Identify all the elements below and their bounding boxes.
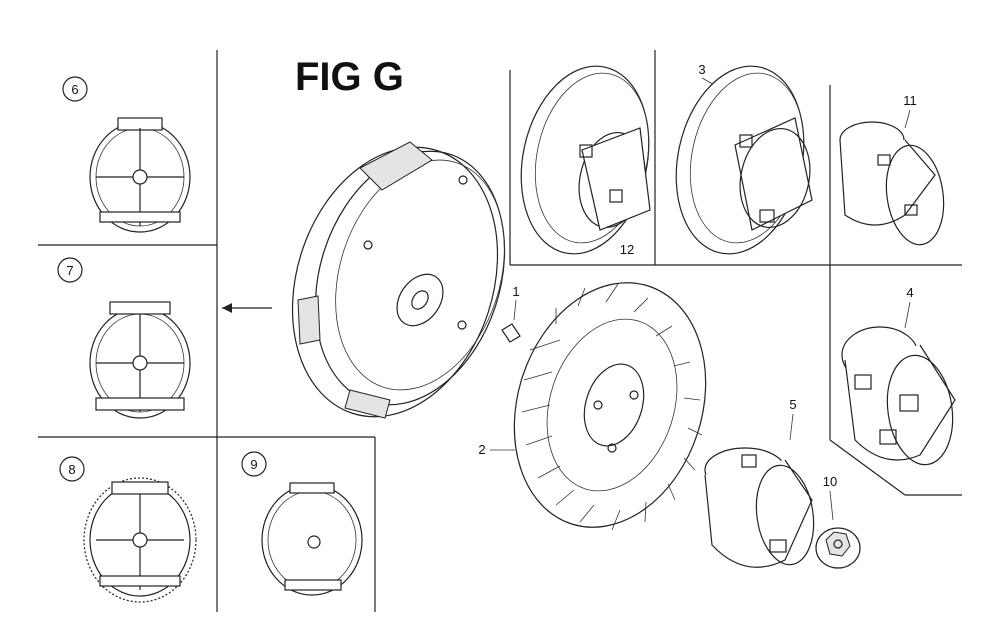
figure-title: FIG G — [295, 55, 404, 99]
label-9: 9 — [250, 457, 257, 472]
label-6: 6 — [71, 82, 78, 97]
part-9-drawing: 9 — [241, 451, 363, 596]
flywheel-drawing — [291, 141, 506, 419]
right-panel-grid — [509, 50, 962, 496]
part-3-drawing: 3 — [675, 62, 813, 255]
part-2-drawing: 2 — [478, 282, 707, 531]
label-3: 3 — [698, 62, 705, 77]
part-11-drawing: 11 — [839, 93, 945, 246]
part-10-drawing: 10 — [815, 474, 861, 569]
part-7-drawing: 7 — [57, 257, 191, 419]
label-8: 8 — [68, 462, 75, 477]
label-11: 11 — [903, 93, 917, 108]
part-12-drawing: 12 — [520, 65, 651, 257]
label-12: 12 — [620, 242, 634, 257]
part-5-drawing: 5 — [704, 397, 815, 568]
left-panel-grid — [38, 50, 376, 612]
label-1: 1 — [512, 284, 519, 299]
label-7: 7 — [66, 263, 73, 278]
label-4: 4 — [906, 285, 913, 300]
part-1-drawing: 1 — [501, 284, 521, 343]
label-5: 5 — [789, 397, 796, 412]
part-8-drawing: 8 — [59, 456, 197, 603]
label-10: 10 — [823, 474, 837, 489]
label-2: 2 — [478, 442, 485, 457]
part-6-drawing: 6 — [62, 76, 191, 233]
direction-arrow — [222, 303, 272, 313]
part-4-drawing: 4 — [841, 285, 956, 466]
